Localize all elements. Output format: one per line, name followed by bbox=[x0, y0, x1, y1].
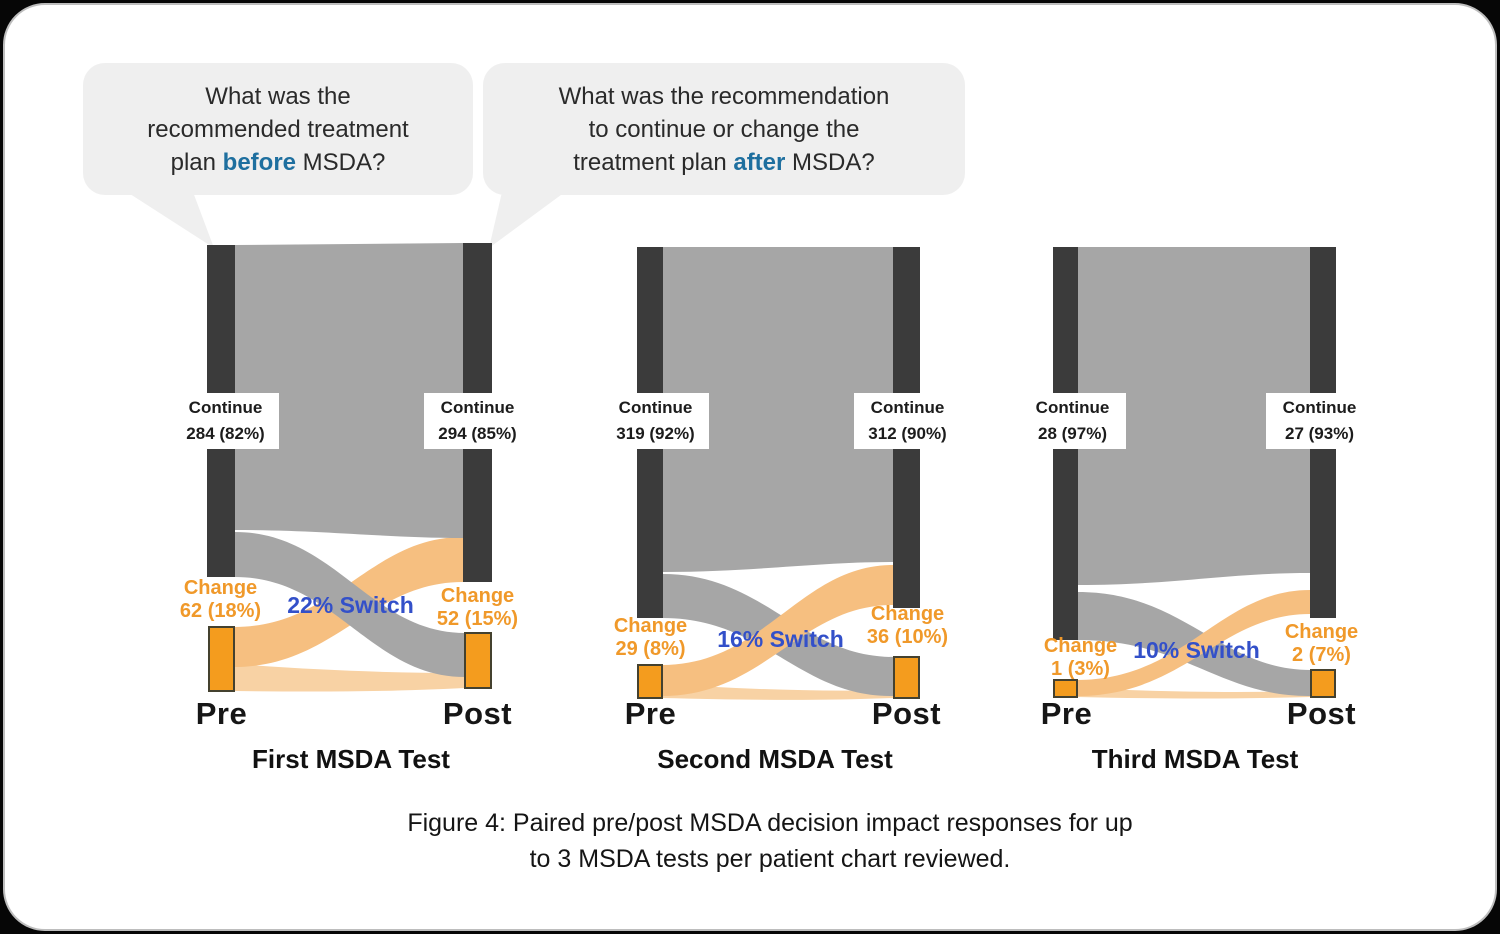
pre-axis-label: Pre bbox=[1040, 696, 1093, 731]
post-continue-name: Continue bbox=[440, 398, 515, 417]
pre-change-bar bbox=[637, 664, 663, 699]
post-change-bar bbox=[893, 656, 920, 699]
post-continue-name: Continue bbox=[870, 398, 945, 417]
pre-continue-label: Continue 28 (97%) bbox=[1019, 393, 1126, 449]
pre-change-label: Change 1 (3%) bbox=[1028, 635, 1133, 681]
pre-continue-name: Continue bbox=[618, 398, 693, 417]
flow-change-to-change bbox=[662, 684, 894, 700]
bubble-pre-line2: recommended treatment bbox=[147, 115, 409, 143]
pre-change-value: 29 (8%) bbox=[615, 638, 686, 660]
pre-continue-value: 319 (92%) bbox=[616, 424, 695, 443]
figure-caption: Figure 4: Paired pre/post MSDA decision … bbox=[255, 805, 1285, 877]
pre-change-label: Change 62 (18%) bbox=[168, 577, 273, 623]
diagram-title-first: First MSDA Test bbox=[252, 744, 450, 774]
bubble-post-line2: to continue or change the bbox=[588, 115, 860, 143]
bubble-post-tail-shape bbox=[489, 192, 565, 248]
bubble-post-tail bbox=[489, 192, 565, 248]
post-continue-name: Continue bbox=[1282, 398, 1357, 417]
figure-card: What was the recommended treatment plan … bbox=[3, 3, 1497, 931]
pre-change-value: 1 (3%) bbox=[1051, 658, 1110, 680]
post-change-value: 52 (15%) bbox=[436, 608, 519, 630]
pre-change-label: Change 29 (8%) bbox=[598, 615, 703, 661]
post-axis-label: Post bbox=[871, 696, 942, 731]
flow-change-to-change bbox=[1077, 688, 1311, 699]
pre-change-bar bbox=[1053, 679, 1078, 698]
switch-rate-label: 22% Switch bbox=[287, 592, 414, 618]
pre-continue-name: Continue bbox=[1035, 398, 1110, 417]
pre-axis-label: Pre bbox=[195, 696, 248, 731]
post-change-bar bbox=[1310, 669, 1336, 698]
pre-continue-name: Continue bbox=[188, 398, 263, 417]
bubble-post-line3-a: treatment plan bbox=[573, 148, 734, 176]
pre-axis-label: Pre bbox=[624, 696, 677, 731]
switch-rate-label: 16% Switch bbox=[717, 626, 844, 652]
flow-continue-to-continue bbox=[235, 243, 463, 538]
pre-change-name: Change bbox=[183, 577, 258, 599]
diagram-title-second: Second MSDA Test bbox=[657, 744, 893, 774]
post-change-value: 36 (10%) bbox=[866, 626, 949, 648]
flow-change-to-continue bbox=[662, 565, 893, 696]
bubble-pre-tail-shape bbox=[127, 192, 214, 248]
figure-caption-line1: Figure 4: Paired pre/post MSDA decision … bbox=[407, 809, 1133, 837]
pre-change-value: 62 (18%) bbox=[179, 600, 262, 622]
post-continue-label: Continue 312 (90%) bbox=[854, 393, 961, 449]
post-change-name: Change bbox=[870, 603, 945, 625]
flow-continue-to-continue bbox=[663, 247, 893, 572]
question-bubble-pre: What was the recommended treatment plan … bbox=[83, 63, 473, 195]
flow-change-to-continue bbox=[1077, 590, 1310, 696]
flow-change-to-change bbox=[234, 664, 465, 692]
bubble-pre-line3: plan before MSDA? bbox=[171, 146, 386, 179]
pre-change-bar bbox=[208, 626, 235, 692]
bubble-pre-highlight: before bbox=[222, 148, 297, 176]
bubble-pre-line1: What was the bbox=[205, 82, 351, 110]
bubble-post-line3: treatment plan after MSDA? bbox=[573, 146, 874, 179]
question-bubble-post: What was the recommendation to continue … bbox=[483, 63, 965, 195]
post-continue-value: 27 (93%) bbox=[1285, 424, 1354, 443]
pre-continue-label: Continue 319 (92%) bbox=[602, 393, 709, 449]
post-change-label: Change 2 (7%) bbox=[1269, 621, 1374, 667]
flow-continue-to-change bbox=[235, 532, 465, 677]
switch-rate-label: 10% Switch bbox=[1133, 637, 1260, 663]
pre-continue-label: Continue 284 (82%) bbox=[172, 393, 279, 449]
post-continue-value: 294 (85%) bbox=[438, 424, 517, 443]
post-change-name: Change bbox=[440, 585, 515, 607]
diagram-title-third: Third MSDA Test bbox=[1091, 744, 1299, 774]
bubble-pre-tail bbox=[127, 192, 214, 248]
post-continue-label: Continue 294 (85%) bbox=[424, 393, 531, 449]
figure-caption-line2: to 3 MSDA tests per patient chart review… bbox=[529, 845, 1011, 873]
bubble-pre-line3-a: plan bbox=[170, 148, 223, 176]
pre-change-name: Change bbox=[613, 615, 688, 637]
pre-continue-value: 28 (97%) bbox=[1038, 424, 1107, 443]
sankey-first-msda bbox=[207, 243, 492, 692]
post-axis-label: Post bbox=[1286, 696, 1357, 731]
post-continue-value: 312 (90%) bbox=[868, 424, 947, 443]
post-change-label: Change 52 (15%) bbox=[425, 585, 530, 631]
post-change-label: Change 36 (10%) bbox=[855, 603, 960, 649]
bubble-pre-line3-c: MSDA? bbox=[296, 148, 386, 176]
bubble-post-highlight: after bbox=[733, 148, 786, 176]
post-change-name: Change bbox=[1284, 621, 1359, 643]
post-change-value: 2 (7%) bbox=[1292, 644, 1351, 666]
flow-continue-to-continue bbox=[1078, 247, 1310, 585]
post-axis-label: Post bbox=[442, 696, 513, 731]
post-continue-label: Continue 27 (93%) bbox=[1266, 393, 1373, 449]
post-change-bar bbox=[464, 632, 492, 689]
bubble-post-line1: What was the recommendation bbox=[558, 82, 890, 110]
pre-change-name: Change bbox=[1043, 635, 1118, 657]
bubble-post-line3-c: MSDA? bbox=[785, 148, 875, 176]
pre-continue-value: 284 (82%) bbox=[186, 424, 265, 443]
